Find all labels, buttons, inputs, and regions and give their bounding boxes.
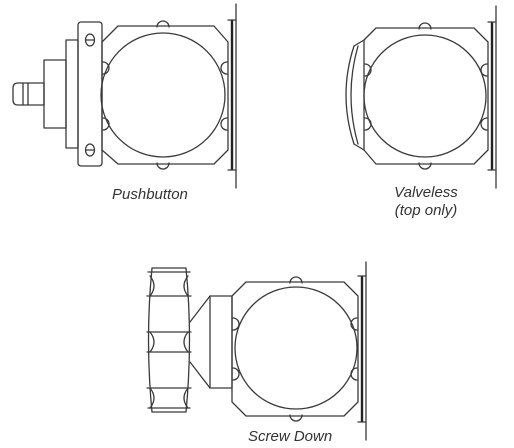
pushbutton-screw-holes	[84, 33, 96, 157]
screw-down-knurl-ribs	[146, 275, 192, 409]
screw-down-studs	[232, 276, 358, 422]
pushbutton-studs	[102, 20, 228, 170]
screw-down-label: Screw Down	[248, 428, 333, 445]
screw-down-caption: Screw Down	[248, 428, 332, 446]
screw-down-neck	[189, 295, 233, 389]
screw-down-casing	[231, 281, 359, 417]
pushbutton-shaft	[43, 59, 67, 129]
pushbutton-valve	[12, 3, 237, 189]
pushbutton-casing	[101, 25, 229, 165]
valveless-label-line2: (top only)	[394, 202, 458, 219]
pushbutton-collar	[65, 39, 79, 149]
pushbutton-caption: Pushbutton	[112, 186, 188, 204]
pushbutton-knob	[12, 82, 45, 106]
valveless-mount-plate	[487, 5, 497, 189]
screw-down-valve	[146, 261, 367, 441]
pushbutton-label: Pushbutton	[112, 186, 188, 203]
pushbutton-chamber	[100, 32, 226, 158]
valveless-chamber	[363, 34, 487, 158]
screw-down-mount-plate	[357, 261, 367, 441]
valveless-casing	[363, 27, 489, 165]
valveless-valve	[345, 5, 497, 189]
valveless-caption: Valveless (top only)	[384, 184, 468, 220]
screw-down-chamber	[234, 286, 358, 410]
screw-down-knob	[147, 267, 191, 413]
pushbutton-mount-plate	[227, 3, 237, 189]
valveless-cap	[345, 45, 355, 145]
valveless-label-line1: Valveless	[394, 184, 458, 201]
valveless-studs	[364, 22, 488, 170]
